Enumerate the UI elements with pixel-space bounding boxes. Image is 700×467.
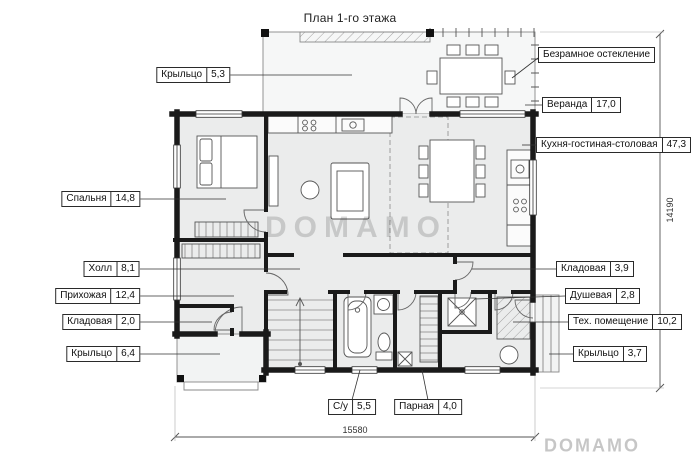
shower-tray — [447, 297, 477, 327]
washing-machine — [373, 294, 394, 315]
toilet — [375, 332, 393, 361]
walls-outer — [169, 109, 539, 376]
bathtub — [343, 296, 372, 358]
dimension-width-text: 15580 — [339, 425, 371, 435]
room-label-hall-area: 8,1 — [116, 262, 139, 276]
room-label-entry-hall-name: Прихожая — [60, 290, 107, 301]
room-label-bedroom-name: Спальня — [66, 193, 107, 204]
room-label-hall: Холл 8,1 — [83, 261, 140, 277]
dimension-height-text: 14190 — [665, 194, 675, 226]
veranda-table — [426, 44, 516, 108]
wardrobe — [194, 221, 259, 238]
coffee-table — [300, 180, 320, 200]
room-label-storage-small: Кладовая 2,0 — [62, 314, 140, 330]
room-label-shower-name: Душевая — [570, 290, 612, 301]
porch-left-structure — [176, 333, 267, 391]
room-label-storage-right-area: 3,9 — [609, 262, 633, 276]
room-label-veranda-name: Веранда — [547, 99, 588, 110]
page-title: План 1-го этажа — [303, 11, 397, 25]
room-label-kitchen-living-dining-area: 47,3 — [661, 138, 690, 152]
stairs — [267, 296, 334, 366]
room-label-veranda-area: 17,0 — [591, 98, 619, 112]
room-label-porch-right-area: 3,7 — [622, 347, 646, 361]
room-label-steam-room-name: Парная — [399, 401, 434, 412]
tv-unit — [268, 155, 279, 207]
doors — [213, 97, 534, 335]
sauna-stove — [397, 351, 413, 367]
walls-inner — [173, 112, 535, 372]
room-label-kitchen-living-dining: Кухня-гостиная-столовая 47,3 — [536, 137, 692, 153]
room-label-bedroom-area: 14,8 — [110, 192, 139, 206]
porch-right-structure — [534, 294, 560, 373]
room-label-entry-hall-area: 12,4 — [110, 289, 139, 303]
room-label-shower-area: 2,8 — [615, 289, 639, 303]
room-label-bathroom-name: С/у — [333, 401, 349, 412]
room-label-porch-right: Крыльцо 3,7 — [573, 346, 647, 362]
leader-lines — [140, 57, 573, 401]
room-label-tech-room-name: Тех. помещение — [573, 316, 649, 327]
room-label-storage-small-name: Кладовая — [67, 316, 113, 327]
room-label-entry-hall: Прихожая 12,4 — [55, 288, 140, 304]
boiler-equipment — [496, 296, 531, 365]
room-label-porch-left: Крыльцо 6,4 — [66, 346, 140, 362]
room-label-storage-right-name: Кладовая — [561, 263, 606, 274]
zone-dashed-boundary — [389, 116, 449, 254]
kitchen-counter-right — [506, 149, 534, 247]
windows — [173, 110, 537, 374]
room-label-tech-room: Тех. помещение 10,2 — [568, 314, 682, 330]
room-label-storage-small-area: 2,0 — [116, 315, 139, 329]
room-label-steam-room-area: 4,0 — [437, 400, 461, 414]
room-label-veranda: Веранда 17,0 — [542, 97, 621, 113]
room-label-bedroom: Спальня 14,8 — [61, 191, 140, 207]
room-label-porch-right-name: Крыльцо — [578, 348, 619, 359]
room-label-porch-left-name: Крыльцо — [71, 348, 113, 359]
room-label-porch-top-area: 5,3 — [206, 68, 229, 82]
annotation-glazing-text: Безрамное остекление — [543, 49, 651, 60]
furniture — [181, 44, 534, 367]
room-label-porch-top: Крыльцо 5,3 — [156, 67, 230, 83]
steam-bench — [419, 295, 439, 363]
room-label-tech-room-area: 10,2 — [652, 315, 680, 329]
room-label-bathroom: С/у 5,5 — [328, 399, 376, 415]
room-label-storage-right: Кладовая 3,9 — [556, 261, 634, 277]
room-label-porch-left-area: 6,4 — [116, 347, 139, 361]
room-label-steam-room: Парная 4,0 — [394, 399, 462, 415]
sofa — [330, 162, 370, 220]
bed — [196, 135, 258, 189]
entry-closet — [181, 243, 261, 259]
room-label-hall-name: Холл — [88, 263, 113, 274]
annotation-glazing: Безрамное остекление — [538, 47, 656, 63]
kitchen-counter-top — [267, 115, 393, 134]
room-label-shower: Душевая 2,8 — [565, 288, 640, 304]
room-label-bathroom-area: 5,5 — [352, 400, 375, 414]
room-label-kitchen-living-dining-name: Кухня-гостиная-столовая — [541, 139, 658, 150]
dining-table — [418, 139, 486, 203]
room-label-porch-top-name: Крыльцо — [161, 69, 203, 80]
